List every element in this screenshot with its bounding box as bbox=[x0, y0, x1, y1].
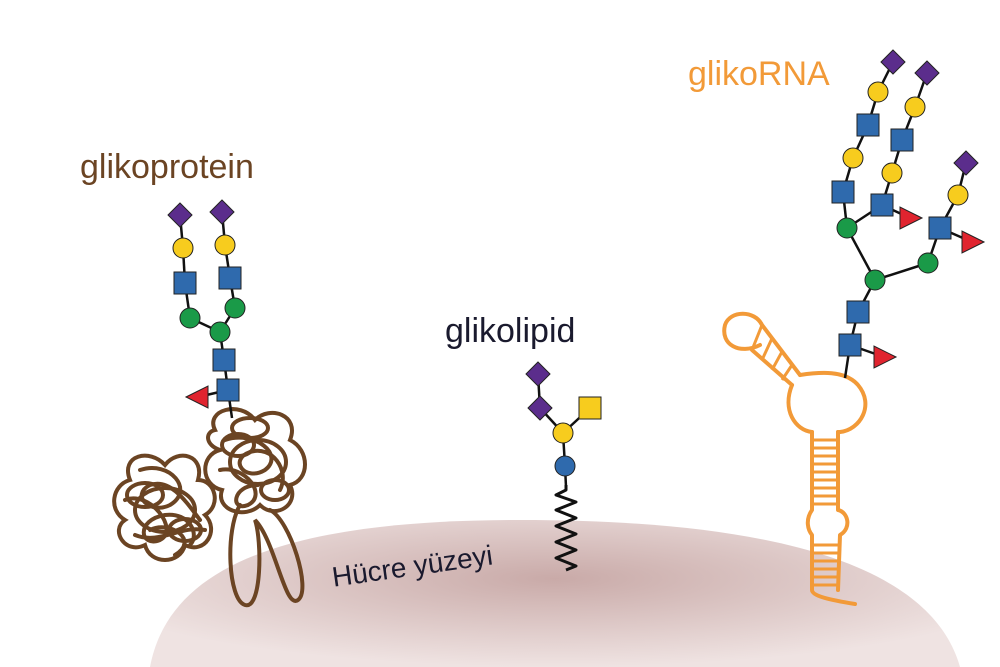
neu5ac-diamond-icon bbox=[527, 395, 553, 421]
neu5ac-diamond-icon bbox=[914, 60, 940, 86]
fucose-triangle-icon bbox=[184, 385, 209, 409]
galnac-square-icon bbox=[578, 396, 602, 420]
rna-stem-rungs bbox=[750, 324, 838, 587]
glcnac-square-icon bbox=[870, 193, 894, 217]
galactose-circle-icon bbox=[904, 96, 926, 118]
fucose-triangle-icon bbox=[899, 206, 924, 230]
mannose-circle-icon bbox=[209, 321, 231, 343]
glcnac-square-icon bbox=[831, 180, 855, 204]
glcnac-square-icon bbox=[216, 378, 240, 402]
protein-body bbox=[112, 407, 307, 608]
galactose-circle-icon bbox=[947, 184, 969, 206]
glcnac-square-icon bbox=[218, 266, 242, 290]
rna-base-pair bbox=[760, 337, 774, 361]
glcnac-square-icon bbox=[173, 271, 197, 295]
galactose-circle-icon bbox=[172, 237, 194, 259]
galactose-circle-icon bbox=[881, 162, 903, 184]
galactose-circle-icon bbox=[214, 234, 236, 256]
rna-base-pair bbox=[780, 364, 794, 381]
glcnac-square-icon bbox=[928, 216, 952, 240]
glcnac-square-icon bbox=[856, 113, 880, 137]
glcnac-square-icon bbox=[212, 348, 236, 372]
galactose-circle-icon bbox=[552, 422, 574, 444]
fucose-triangle-icon bbox=[961, 230, 986, 254]
mannose-circle-icon bbox=[224, 297, 246, 319]
neu5ac-diamond-icon bbox=[525, 361, 551, 387]
mannose-circle-icon bbox=[917, 252, 939, 274]
glycolipid-label: glikolipid bbox=[445, 312, 576, 350]
mannose-circle-icon bbox=[836, 217, 858, 239]
glycan-sugars bbox=[167, 49, 986, 477]
neu5ac-diamond-icon bbox=[209, 199, 235, 225]
neu5ac-diamond-icon bbox=[880, 49, 906, 75]
mannose-circle-icon bbox=[179, 307, 201, 329]
galactose-circle-icon bbox=[867, 81, 889, 103]
lipid-tail bbox=[554, 485, 578, 572]
galactose-circle-icon bbox=[842, 147, 864, 169]
mannose-circle-icon bbox=[864, 269, 886, 291]
glcnac-square-icon bbox=[846, 300, 870, 324]
rna-base-pair bbox=[750, 324, 764, 351]
rna-base-pair bbox=[770, 350, 784, 371]
glycan-links bbox=[178, 61, 973, 488]
glycorna-label: glikoRNA bbox=[688, 55, 830, 93]
fucose-triangle-icon bbox=[873, 345, 898, 369]
glcnac-square-icon bbox=[890, 128, 914, 152]
neu5ac-diamond-icon bbox=[167, 202, 193, 228]
glucose-circle-icon bbox=[554, 455, 576, 477]
glycoprotein-label: glikoprotein bbox=[80, 148, 254, 186]
cell-surface bbox=[150, 520, 960, 667]
neu5ac-diamond-icon bbox=[953, 150, 979, 176]
glcnac-square-icon bbox=[838, 333, 862, 357]
